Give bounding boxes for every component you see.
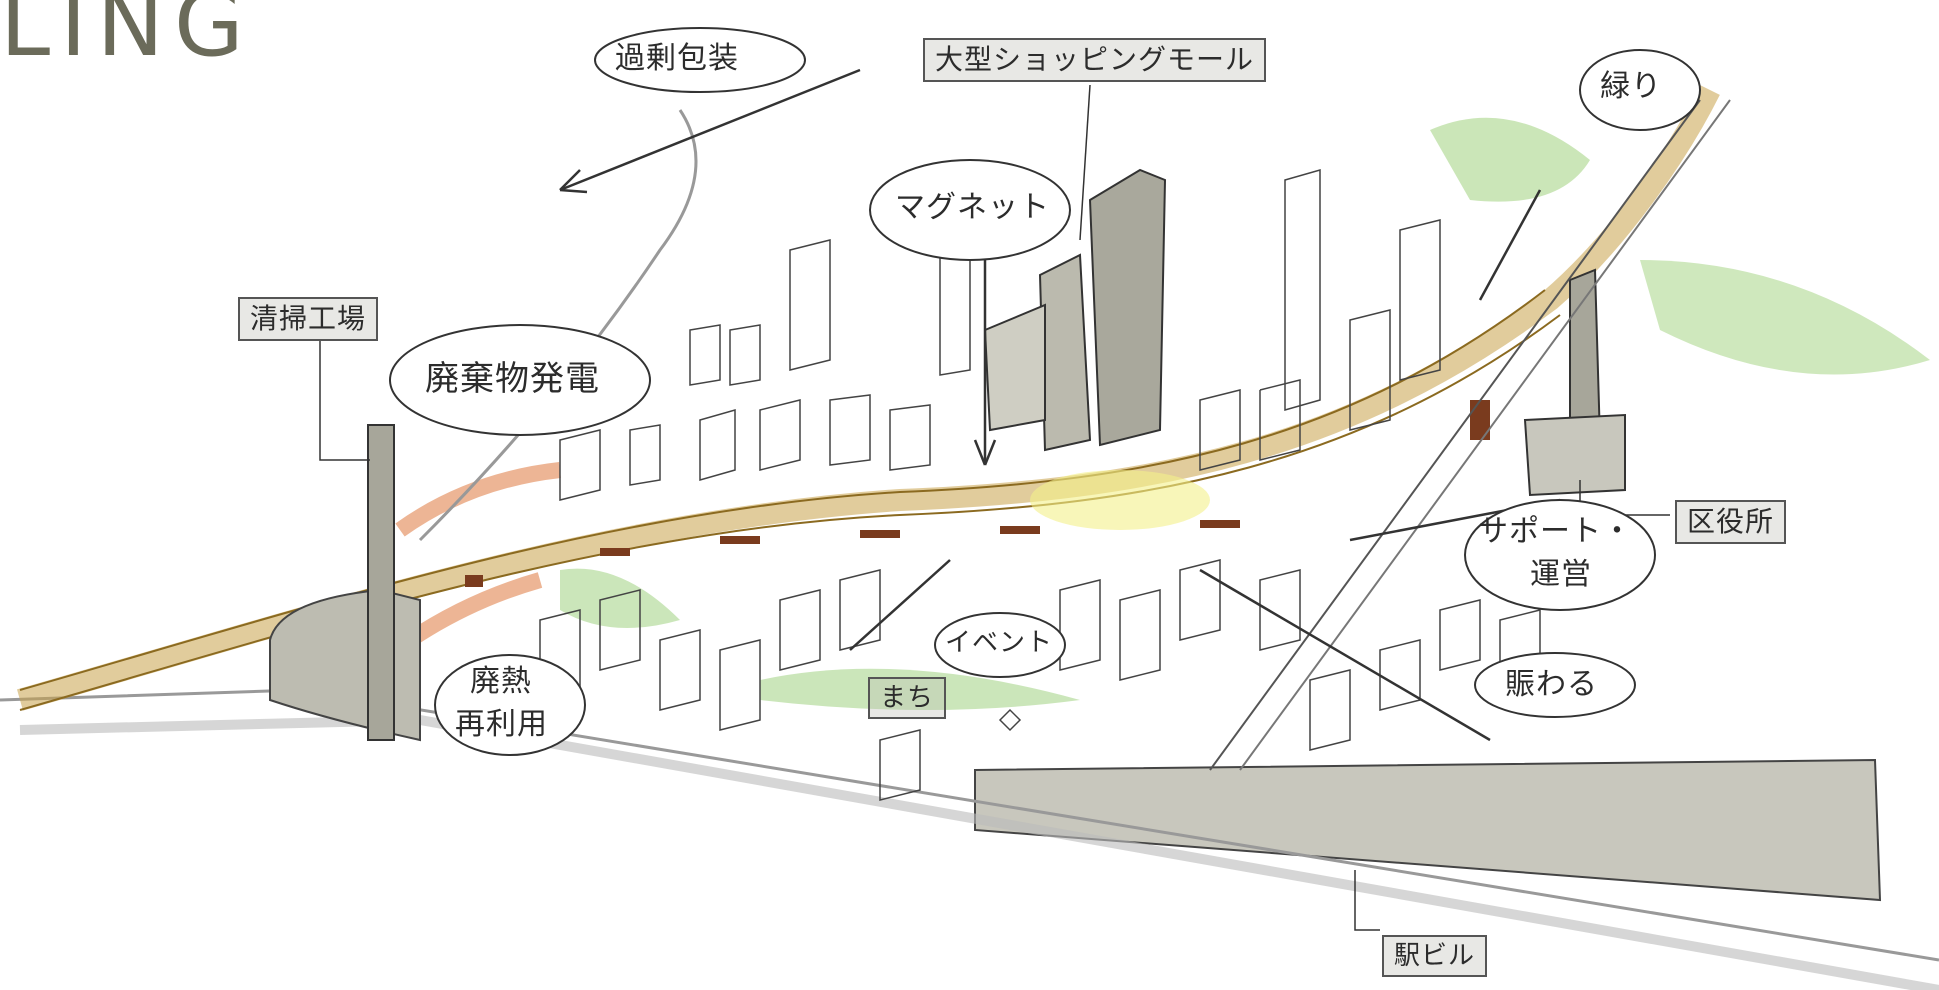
- arrow-event: [849, 559, 951, 651]
- bubble-event: [934, 612, 1066, 678]
- station-platform: [974, 758, 1882, 902]
- label-waste-heat-line1: 廃熱: [470, 664, 532, 699]
- label-lively: 賑わる: [1505, 667, 1598, 702]
- cleaning-plant-base: [269, 588, 421, 742]
- label-magnet: マグネット: [895, 190, 1050, 225]
- leader-station: [1354, 870, 1380, 931]
- bubble-support: [1464, 499, 1656, 611]
- bubble-greenery: [1579, 49, 1701, 131]
- label-waste-power: 廃棄物発電: [425, 359, 600, 399]
- bubble-lively: [1474, 652, 1636, 718]
- leader-cleaning-plant: [319, 340, 370, 461]
- rail-line-2: [1239, 99, 1731, 771]
- label-ward-office: 区役所: [1675, 500, 1787, 544]
- mall-tower-side: [1038, 253, 1092, 452]
- rail-line: [1209, 99, 1701, 771]
- bubble-waste-heat: [434, 654, 586, 756]
- leader-mall: [1079, 84, 1091, 241]
- page-heading: LING: [0, 0, 254, 77]
- label-cleaning-plant: 清掃工場: [238, 297, 379, 341]
- label-waste-heat-line2: 再利用: [455, 707, 548, 742]
- mall-tower-lower: [983, 303, 1046, 432]
- label-overpackaging: 過剰包装: [615, 41, 739, 76]
- chimney: [367, 424, 395, 741]
- bubble-magnet: [869, 159, 1071, 261]
- green-area-left: [560, 568, 680, 628]
- label-greenery: 緑り: [1600, 69, 1662, 104]
- arrowhead-magnet: [973, 439, 997, 466]
- green-area-center: [760, 668, 1080, 710]
- mall-tower-main: [1088, 168, 1167, 447]
- label-shopping-mall: 大型ショッピングモール: [923, 38, 1267, 82]
- ward-office-base: [1523, 413, 1626, 497]
- main-boulevard-line: [19, 289, 1546, 691]
- label-event: イベント: [945, 628, 1054, 658]
- curved-road: [418, 109, 698, 542]
- label-support-line2: 運営: [1530, 557, 1592, 592]
- label-support-line1: サポート・: [1478, 514, 1633, 549]
- green-area-right: [1640, 260, 1930, 375]
- green-area-top-right: [1430, 117, 1590, 202]
- arrow-greenery: [1478, 189, 1542, 301]
- arrow-lively: [1199, 568, 1491, 742]
- bubble-overpackaging: [594, 27, 806, 93]
- label-station-building: 駅ビル: [1382, 935, 1488, 977]
- street-trees: [465, 400, 1490, 587]
- waste-power-arrow: [395, 462, 561, 537]
- arrow-overpackaging: [559, 68, 861, 192]
- arrowhead-overpackaging: [559, 169, 588, 194]
- label-town: まち: [868, 677, 947, 719]
- plaza-highlight: [1030, 470, 1210, 530]
- waste-heat-arrow: [405, 572, 543, 647]
- bubble-waste-power: [389, 324, 651, 436]
